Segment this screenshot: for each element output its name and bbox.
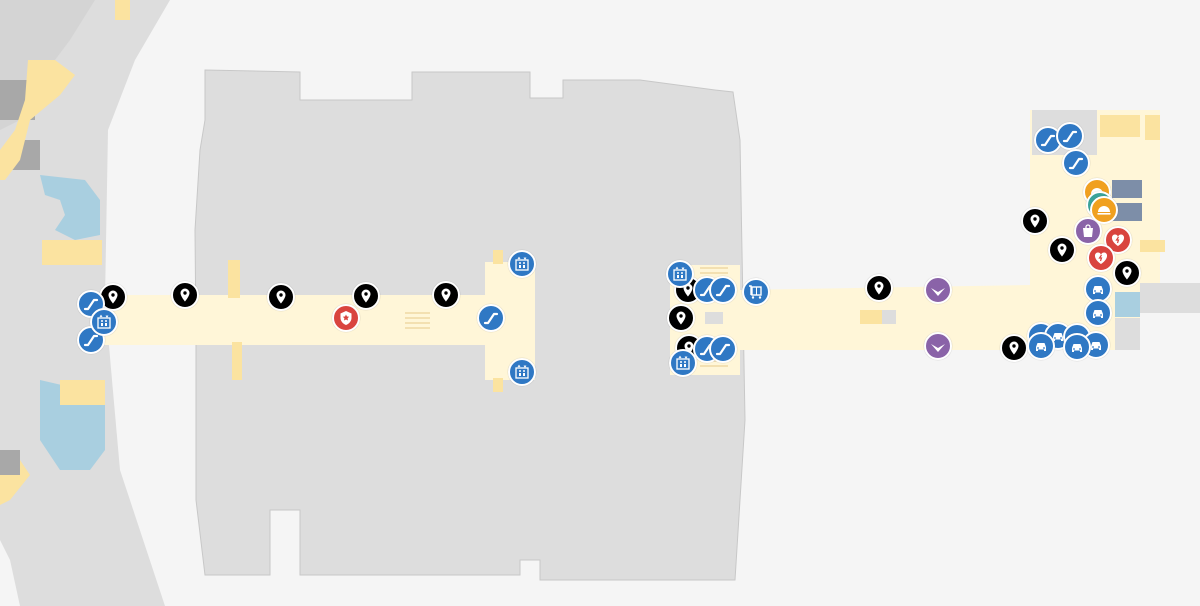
escalator-icon[interactable] [477,304,505,332]
elevator-icon[interactable] [669,349,697,377]
location-pin-icon[interactable] [1048,236,1076,264]
corridor-shop [228,260,240,298]
east-grey-block [1140,283,1200,313]
east-corridor [670,110,1160,375]
airplane-icon[interactable] [924,276,952,304]
location-pin-icon[interactable] [99,283,127,311]
heart-aid-icon[interactable] [1087,244,1115,272]
escalator-icon[interactable] [709,276,737,304]
elevator-icon[interactable] [666,260,694,288]
rental-car-icon[interactable] [1084,299,1112,327]
west-corridor [95,262,535,380]
left-water-area [40,175,100,240]
location-pin-icon[interactable] [432,281,460,309]
rental-car-icon[interactable] [1027,332,1055,360]
left-shop-strip [0,60,75,180]
east-grey-block [1115,318,1140,350]
location-pin-icon[interactable] [267,283,295,311]
location-pin-icon[interactable] [352,282,380,310]
elevator-icon[interactable] [90,308,118,336]
location-pin-icon[interactable] [171,281,199,309]
east-grey-block [705,312,723,324]
east-service-room [1112,180,1142,198]
elevator-icon[interactable] [508,250,536,278]
east-shop [860,310,882,324]
location-pin-icon[interactable] [1113,259,1141,287]
location-pin-icon[interactable] [1000,334,1028,362]
east-shop [1100,115,1140,137]
security-badge-icon[interactable] [332,304,360,332]
food-icon[interactable] [1090,196,1118,224]
rental-car-icon[interactable] [1084,275,1112,303]
left-shop [60,380,105,405]
corridor-shop [493,378,503,392]
left-shop [115,0,130,20]
corridor-shop [493,250,503,264]
escalator-icon[interactable] [1056,122,1084,150]
rental-car-icon[interactable] [1063,333,1091,361]
airplane-icon[interactable] [924,332,952,360]
elevator-icon[interactable] [508,358,536,386]
escalator-icon[interactable] [709,335,737,363]
escalator-icon[interactable] [1062,149,1090,177]
location-pin-icon[interactable] [1021,207,1049,235]
east-service-room [1112,203,1142,221]
east-water [1115,292,1140,317]
left-shop [42,240,102,265]
east-shop [1140,240,1165,252]
baggage-cart-icon[interactable] [742,278,770,306]
location-pin-icon[interactable] [865,274,893,302]
location-pin-icon[interactable] [667,304,695,332]
left-dark-block [0,450,20,475]
corridor-shop [232,342,242,380]
east-grey-block [882,310,896,324]
east-shop [1145,115,1160,140]
